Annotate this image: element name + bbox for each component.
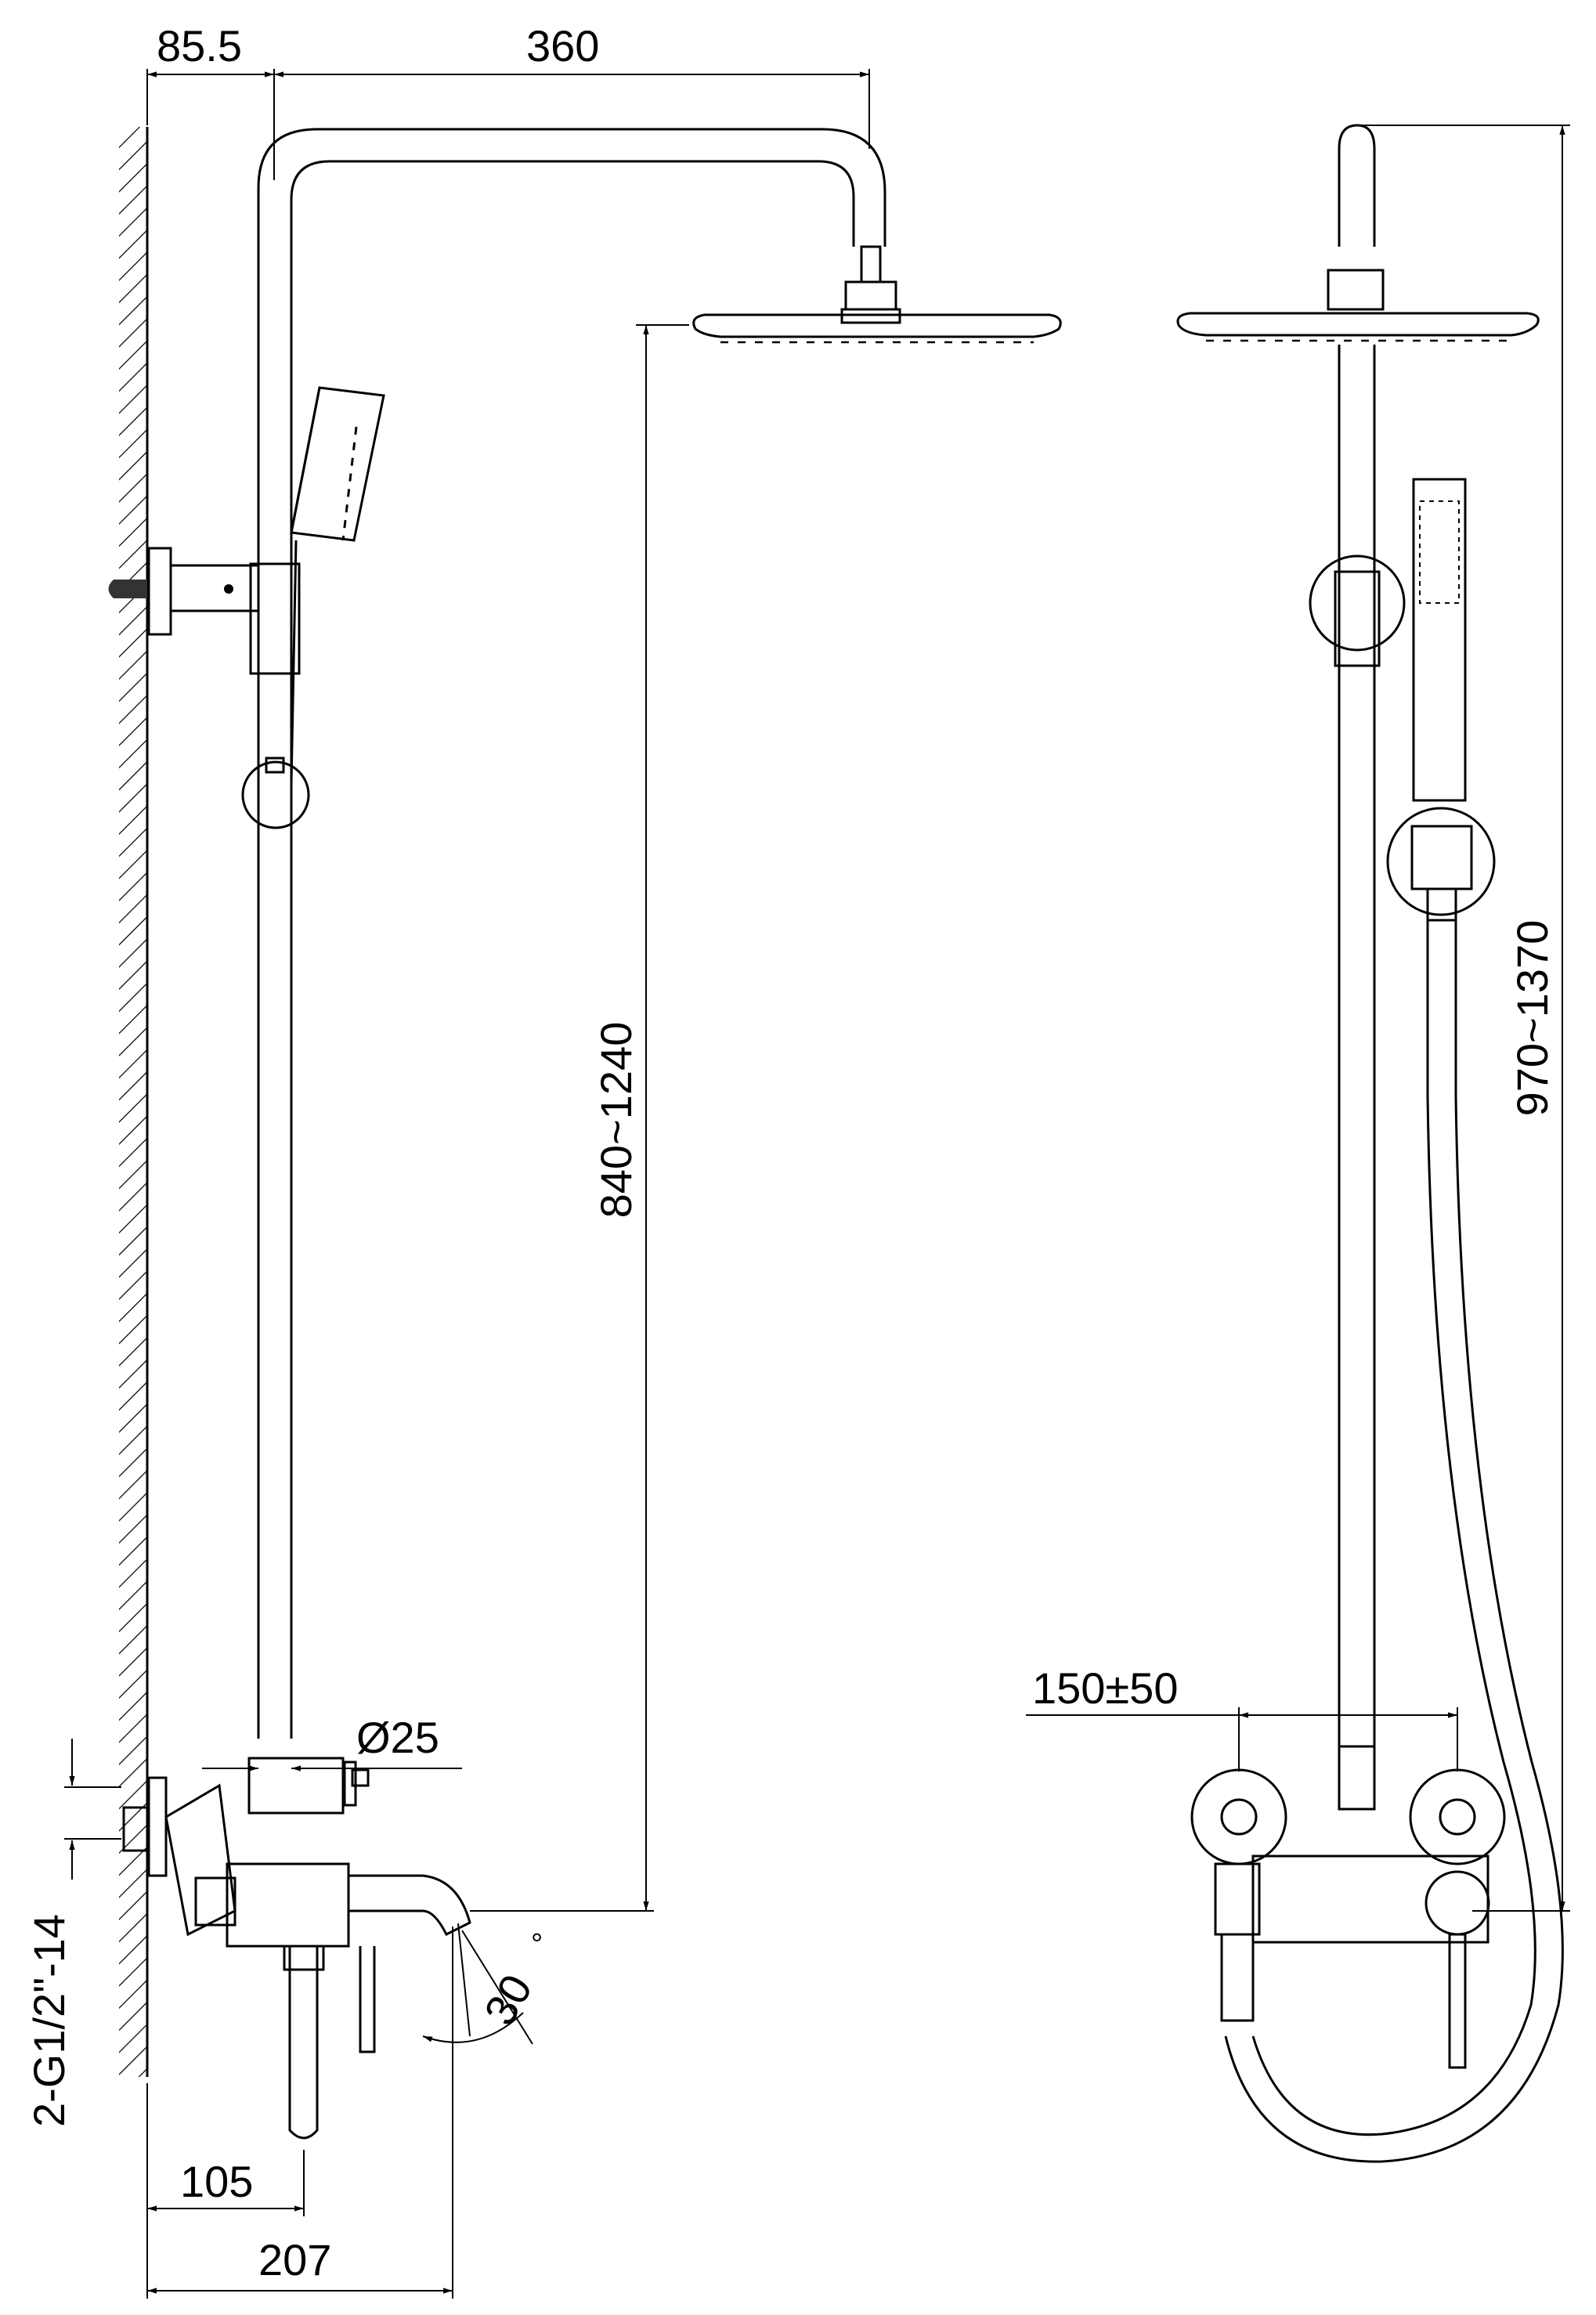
wall-hatch [119,127,149,2077]
dim-degree-mark: ° [531,1928,543,1961]
dim-spout-angle: 30 [475,1966,542,2033]
dimension-lines [64,69,1570,2299]
wall-bracket [108,547,301,675]
slide-holder [241,757,310,829]
dim-total-height: 970~1370 [1508,920,1557,1117]
rain-shower-head-front [1176,269,1540,342]
mixer-valve-front [1190,1745,1506,2069]
mixer-valve-side [122,1757,471,2140]
dim-pipe-diameter: Ø25 [356,1713,439,1762]
front-wall-bracket [1309,554,1406,667]
side-view [108,127,1062,2140]
front-view [1176,124,1564,2163]
front-riser [1338,124,1376,1770]
dim-arm-reach: 360 [526,21,599,70]
riser-and-arm [257,128,886,1739]
dimension-labels: 85.5 360 840~1240 970~1370 Ø25 30 ° 2-G1… [24,21,1557,2284]
dim-overall-depth: 207 [258,2235,331,2284]
hand-shower-side [290,386,385,784]
dim-spout-projection: 105 [180,2157,253,2206]
rain-shower-head-side [692,245,1062,344]
dim-inlet-thread: 2-G1/2"-14 [24,1914,74,2127]
dim-head-height: 840~1240 [591,1022,641,1219]
spout-angle-indicator [422,1923,533,2045]
dim-wall-offset: 85.5 [157,21,242,70]
shower-hose [1224,920,1564,2163]
dim-inlet-spacing: 150±50 [1032,1663,1178,1713]
hand-shower-front [1386,478,1496,922]
